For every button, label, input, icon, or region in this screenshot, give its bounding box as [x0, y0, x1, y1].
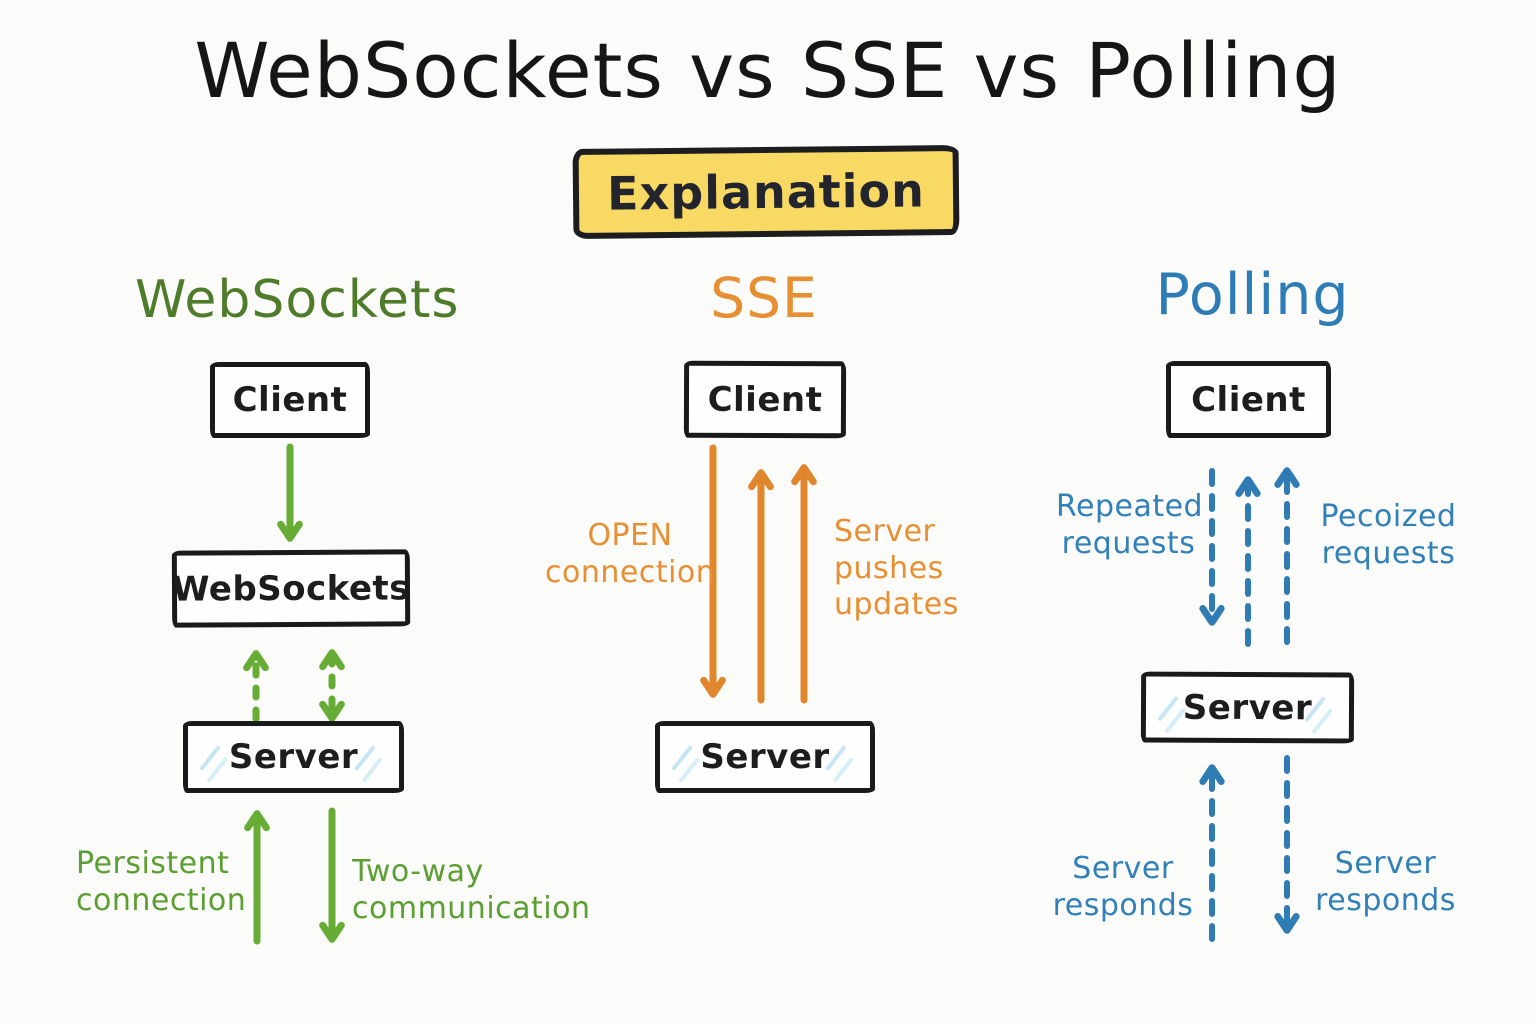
sse-server-box: Server: [655, 721, 875, 793]
persistent-connection-label: Persistent connection: [76, 846, 247, 918]
page-title: WebSockets vs SSE vs Polling: [194, 26, 1342, 115]
polling-client-box: Client: [1166, 361, 1331, 438]
repeated-requests-label: Repeated requests: [1056, 489, 1204, 561]
polling-server-box: Server: [1140, 671, 1355, 744]
server-responds-right-label: Server responds: [1315, 846, 1456, 918]
sse-column-heading: SSE: [710, 266, 818, 330]
explanation-banner-label: Explanation: [606, 163, 926, 221]
repeated-requests-right-label: Pecoized requests: [1320, 499, 1457, 571]
websockets-column-heading: WebSockets: [135, 270, 460, 330]
websockets-server-box: Server: [183, 721, 404, 793]
server-pushes-updates-label: Server pushes updates: [834, 514, 959, 623]
sse-server-label: Server: [700, 737, 830, 777]
websockets-client-label: Client: [232, 380, 348, 420]
two-way-communication-label: Two-way communication: [352, 854, 591, 926]
polling-column-heading: Polling: [1155, 262, 1350, 328]
polling-client-label: Client: [1191, 379, 1306, 420]
websockets-server-label: Server: [228, 737, 359, 777]
glass-shine-decoration: [1157, 695, 1179, 722]
sse-client-label: Client: [707, 379, 823, 420]
websockets-protocol-box: WebSockets: [171, 549, 411, 628]
websockets-client-box: Client: [210, 362, 370, 438]
glass-shine-decoration: [199, 744, 221, 772]
open-connection-label: OPEN connection: [545, 518, 716, 590]
explanation-banner: Explanation: [572, 144, 960, 240]
polling-server-label: Server: [1182, 687, 1313, 728]
sse-client-box: Client: [683, 360, 847, 439]
glass-shine-decoration: [671, 744, 693, 772]
server-responds-left-label: Server responds: [1052, 851, 1194, 923]
websockets-protocol-label: WebSockets: [171, 567, 411, 610]
